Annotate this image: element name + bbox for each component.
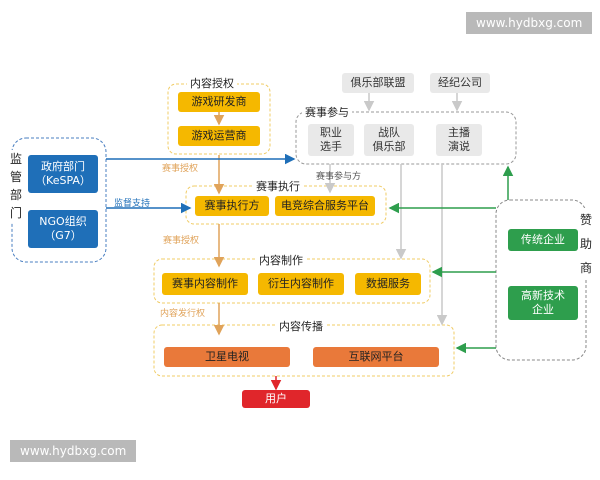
sponsor-hightech: 高新技术 企业 bbox=[508, 286, 578, 320]
regulators-title: 监管部门 bbox=[10, 150, 23, 222]
sponsor-traditional: 传统企业 bbox=[508, 229, 578, 251]
participant-pro-player: 职业 选手 bbox=[308, 124, 354, 156]
user: 用户 bbox=[242, 390, 310, 408]
label-distribution-rights: 内容发行权 bbox=[160, 309, 206, 319]
game-operator: 游戏运营商 bbox=[178, 126, 260, 146]
execution-title: 赛事执行 bbox=[253, 178, 303, 194]
label-participants: 赛事参与方 bbox=[316, 172, 362, 182]
participants-title: 赛事参与 bbox=[302, 104, 352, 120]
agency: 经纪公司 bbox=[430, 73, 490, 93]
esports-service-platform: 电竞综合服务平台 bbox=[275, 196, 375, 216]
event-content-production: 赛事内容制作 bbox=[162, 273, 248, 295]
regulator-government: 政府部门 （KeSPA） bbox=[28, 155, 98, 193]
event-executor: 赛事执行方 bbox=[195, 196, 269, 216]
label-supervise: 监督支持 bbox=[114, 199, 151, 209]
participant-streamer: 主播 演说 bbox=[436, 124, 482, 156]
satellite-tv: 卫星电视 bbox=[164, 347, 290, 367]
club-league: 俱乐部联盟 bbox=[342, 73, 414, 93]
internet-platform: 互联网平台 bbox=[313, 347, 439, 367]
label-event-auth-2: 赛事授权 bbox=[163, 236, 200, 246]
sponsors-title: 赞助商 bbox=[580, 208, 592, 280]
distribution-title: 内容传播 bbox=[276, 318, 326, 334]
data-service: 数据服务 bbox=[355, 273, 421, 295]
content-auth-title: 内容授权 bbox=[187, 75, 237, 91]
game-developer: 游戏研发商 bbox=[178, 92, 260, 112]
production-title: 内容制作 bbox=[256, 252, 306, 268]
label-event-auth-1: 赛事授权 bbox=[162, 164, 199, 174]
watermark-bottom: www.hydbxg.com bbox=[10, 440, 137, 462]
participant-team-club: 战队 俱乐部 bbox=[364, 124, 414, 156]
watermark-top: www.hydbxg.com bbox=[466, 12, 593, 34]
derivative-content-production: 衍生内容制作 bbox=[258, 273, 344, 295]
regulator-ngo: NGO组织 （G7） bbox=[28, 210, 98, 248]
